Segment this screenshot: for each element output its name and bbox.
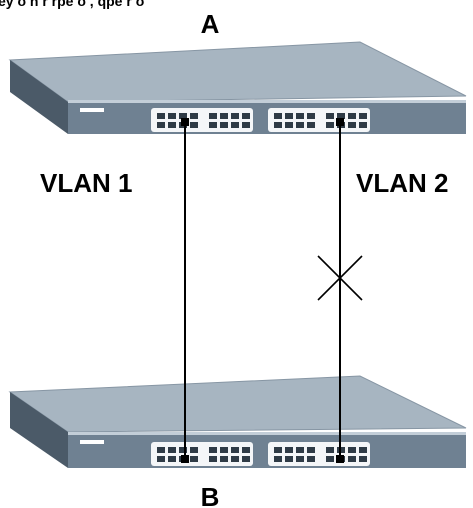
switch-b-port [274,447,282,453]
switch-a-port [348,122,356,128]
switch-b-port [285,456,293,462]
switch-a-port [168,122,176,128]
switch-a-port [231,113,239,119]
switch-b-port [157,447,165,453]
switch-b-port [190,456,198,462]
switch-b-port [168,447,176,453]
switch-b-port [285,447,293,453]
switch-b-port [296,456,304,462]
switch-a-port [359,113,367,119]
switch-b-port-panel-right [268,442,370,466]
switch-a-port [220,113,228,119]
switch-b-port [307,447,315,453]
switch-b-port [209,456,217,462]
switch-a-port-panel-left [151,108,253,132]
switch-b-port [348,456,356,462]
header-text: ey o n r rpe o , qpe r o [0,0,144,9]
switch-b-port [220,456,228,462]
switch-a-port [231,122,239,128]
switch-a-port [285,122,293,128]
switch-a-port [168,113,176,119]
switch-a-status-led [80,108,104,112]
vlan1-label: VLAN 1 [40,168,132,198]
switch-b-port [231,447,239,453]
switch-a-port [220,122,228,128]
switch-b-status-led [80,440,104,444]
vlan2-label: VLAN 2 [356,168,448,198]
switch-a-port [359,122,367,128]
switch-a-label: A [201,9,220,39]
switch-b-port [326,456,334,462]
switch-a-port [157,122,165,128]
switch-b-port [242,447,250,453]
switch-a-port [190,113,198,119]
switch-a [10,42,466,134]
switch-a-port [190,122,198,128]
switch-a-port [157,113,165,119]
switch-a-port [296,122,304,128]
switch-b-port [296,447,304,453]
switch-a-port [307,122,315,128]
switch-a-port [209,122,217,128]
switch-a-port [242,113,250,119]
switch-a-port [296,113,304,119]
switch-b-port [326,447,334,453]
switch-a-port [285,113,293,119]
switch-a-port [242,122,250,128]
switch-a-front [68,100,466,134]
switch-a-port [274,122,282,128]
switch-b-port [231,456,239,462]
switch-b-label: B [201,482,220,508]
switch-b-port [274,456,282,462]
switch-a-port [274,113,282,119]
switch-b-port [348,447,356,453]
switch-a-port [326,122,334,128]
switch-a-port [209,113,217,119]
switch-b-port-panel-left [151,442,253,466]
switch-a-port [307,113,315,119]
switch-a-port [326,113,334,119]
switch-b-top [10,376,466,432]
switch-b-port [190,447,198,453]
switch-a-port-panel-right [268,108,370,132]
switch-b-port [359,447,367,453]
switch-b-front [68,432,466,468]
switch-b-port [209,447,217,453]
switch-a-port [348,113,356,119]
switch-b-port [359,456,367,462]
switch-b-port [220,447,228,453]
switch-b-port [242,456,250,462]
switch-a-top [10,42,466,102]
switch-b-port [168,456,176,462]
switch-b-port [307,456,315,462]
switch-b [10,376,466,468]
switch-b-port [157,456,165,462]
